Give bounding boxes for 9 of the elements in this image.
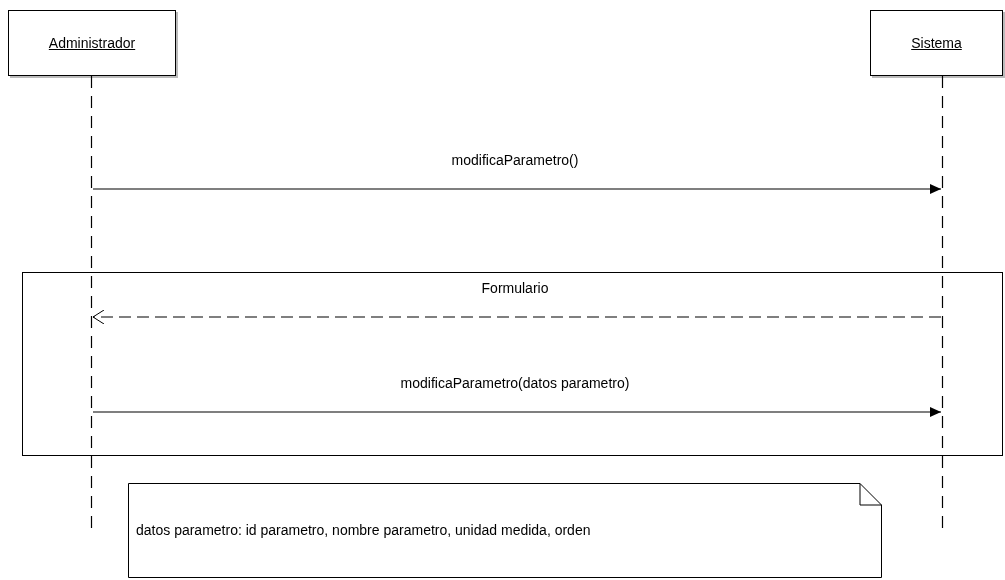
message-arrow: [92, 407, 942, 417]
participant-name: Sistema: [911, 33, 962, 53]
participant-box: [8, 10, 176, 76]
note-text: datos parametro: id parametro, nombre parametro, unidad medida, orden: [136, 521, 591, 540]
participant-name: Administrador: [48, 33, 136, 53]
participant-box: [870, 10, 1003, 76]
note: [128, 483, 882, 578]
message-arrow: [92, 309, 942, 325]
message-arrow: [92, 184, 942, 194]
